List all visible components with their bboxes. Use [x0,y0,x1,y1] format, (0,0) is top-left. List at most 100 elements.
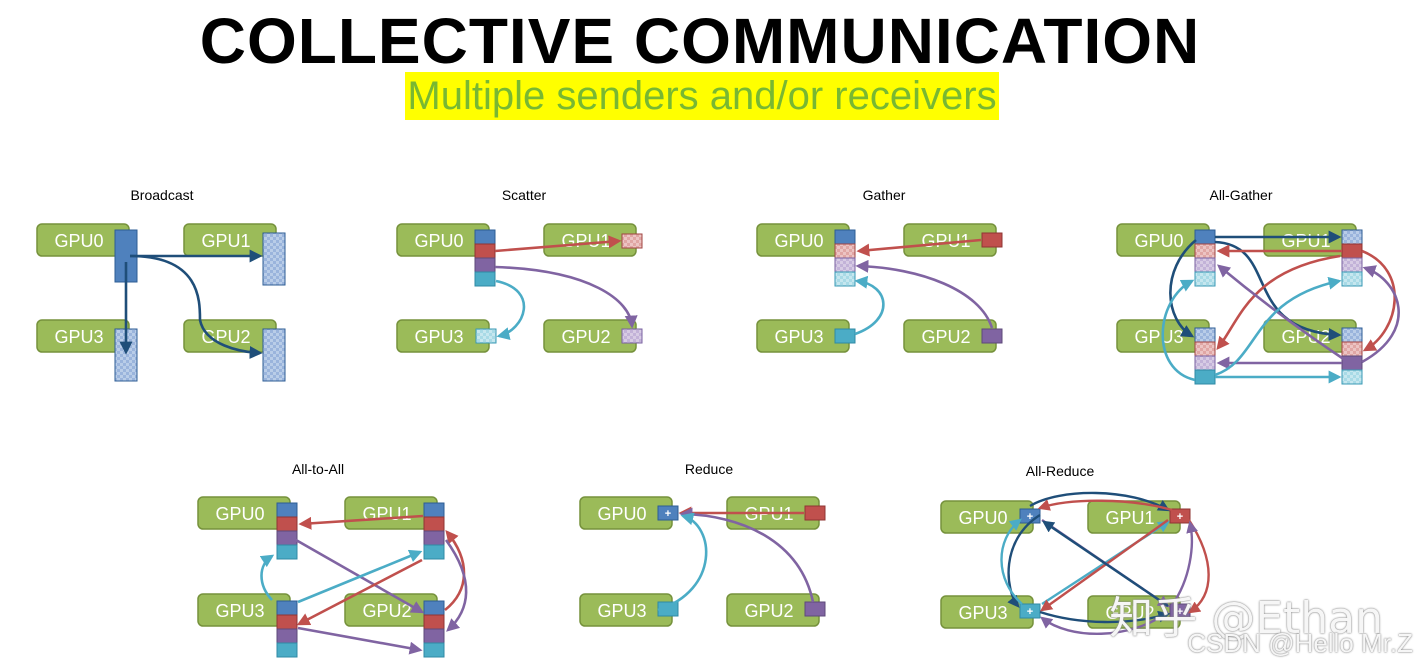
alltoall-gpu0-chunk3 [276,544,298,560]
allreduce-arrow-gpu0-to-gpu3 [1007,513,1041,608]
alltoall-gpu1-chunk3 [423,544,445,560]
alltoall-gpu2-chunk1 [423,614,445,630]
scatter-gpu0-chunk3 [474,271,496,287]
allgather-gpu2-chunk0 [1341,327,1363,343]
scatter-gpu1-chunk [621,233,643,249]
gather-gpu0-label: GPU0 [774,231,823,251]
allgather-gpu1-chunk1 [1341,243,1363,259]
alltoall-gpu2-chunk3 [423,642,445,658]
alltoall-gpu0-chunk2 [276,530,298,546]
gather-arrow-from-gpu3 [854,275,885,336]
allgather-gpu0-label: GPU0 [1134,231,1183,251]
allgather-arrow-gpu2-to-gpu1 [1361,265,1400,364]
page-title: COLLECTIVE COMMUNICATION [199,5,1201,77]
allgather-gpu0-chunk3 [1194,271,1216,287]
gather-gpu2-chunk [981,328,1003,344]
reduce-gpu2-chunk [804,601,826,617]
subtitle-banner: Multiple senders and/or receivers [0,72,1404,120]
allreduce-gpu0-plus-sign: + [1027,511,1033,523]
allreduce-arrow-gpu2-to-gpu1 [1171,520,1198,606]
gather-gpu1-chunk [981,232,1003,248]
allreduce-gpu2-plus-sign: + [1177,606,1183,618]
alltoall-arrow-gpu1-to-gpu0 [298,514,424,530]
gather-arrow-from-gpu1 [856,238,982,257]
alltoall-gpu2-label: GPU2 [362,601,411,621]
alltoall-gpu2-chunk2 [423,628,445,644]
broadcast-gpu0-label: GPU0 [54,231,103,251]
broadcast-arrow-to-gpu2 [129,254,263,359]
alltoall-gpu3-chunk0 [276,600,298,616]
broadcast-gpu3-label: GPU3 [54,327,103,347]
allgather-gpu3-label: GPU3 [1134,327,1183,347]
gather-gpu0-chunk1 [834,243,856,259]
gather-gpu3-chunk [834,328,856,344]
alltoall-gpu1-chunk2 [423,530,445,546]
allreduce-gpu1-label: GPU1 [1105,508,1154,528]
watermark-zhihu: 知乎 @Ethan [1109,593,1383,644]
allgather-gpu1-label: GPU1 [1281,231,1330,251]
scatter-arrow-to-gpu1 [494,235,622,253]
scatter-gpu2-label: GPU2 [561,327,610,347]
broadcast-gpu2-data [262,328,286,382]
alltoall-arrow-gpu3-to-gpu1 [297,549,423,604]
panel-label-broadcast: Broadcast [130,187,193,203]
allreduce-gpu3-plus-sign: + [1027,606,1033,618]
reduce-gpu0-plus-sign: + [665,508,671,520]
allgather-gpu0-chunk0 [1194,229,1216,245]
panel-label-reduce: Reduce [685,461,733,477]
allgather-gpu0-chunk2 [1194,257,1216,273]
scatter-arrow-to-gpu2 [494,265,638,329]
scatter-gpu0-chunk1 [474,243,496,259]
allgather-arrow-gpu2-to-gpu0 [1216,264,1346,362]
allreduce-gpu0-label: GPU0 [958,508,1007,528]
scatter-gpu0-label: GPU0 [414,231,463,251]
reduce-gpu2-label: GPU2 [744,601,793,621]
allreduce-gpu3-label: GPU3 [958,603,1007,623]
allgather-gpu2-chunk3 [1341,369,1363,385]
alltoall-gpu1-label: GPU1 [362,504,411,524]
panel-label-allreduce: All-Reduce [1026,463,1095,479]
scatter-gpu0-chunk0 [474,229,496,245]
allgather-gpu2-chunk1 [1341,341,1363,357]
panel-label-gather: Gather [863,187,906,203]
allreduce-arrow-gpu3-to-gpu2 [1039,610,1171,624]
gather-arrow-from-gpu2 [855,259,994,329]
alltoall-arrow-gpu3-to-gpu0 [259,554,275,601]
scatter-arrow-to-gpu3 [495,279,526,340]
alltoall-arrow-gpu2-to-gpu3 [296,558,423,626]
panel-label-scatter: Scatter [502,187,547,203]
broadcast-gpu1-data [262,232,286,286]
alltoall-gpu3-chunk1 [276,614,298,630]
reduce-gpu1-chunk [804,505,826,521]
allgather-arrow-gpu0-to-gpu3 [1169,239,1197,338]
allgather-arrow-gpu3-to-gpu1 [1214,276,1342,377]
broadcast-gpu2-label: GPU2 [201,327,250,347]
alltoall-gpu0-chunk0 [276,502,298,518]
alltoall-gpu2-chunk0 [423,600,445,616]
gather-gpu0-chunk2 [834,257,856,273]
allreduce-arrow-gpu1-to-gpu3 [1040,519,1169,612]
reduce-arrow-from-gpu3 [657,512,708,612]
allreduce-gpu1-reduced-chunk [1169,508,1191,524]
allreduce-gpu1-plus-sign: + [1177,511,1183,523]
alltoall-gpu3-label: GPU3 [215,601,264,621]
allreduce-gpu2-label: GPU2 [1105,603,1154,623]
allgather-arrow-gpu1-to-gpu3 [1216,254,1341,351]
allgather-gpu3-chunk3 [1194,369,1216,385]
subtitle: Multiple senders and/or receivers [405,72,999,120]
scatter-gpu3-chunk [475,328,497,344]
allreduce-arrow-gpu2-to-gpu3 [1040,611,1169,635]
panel-label-alltoall: All-to-All [292,461,344,477]
reduce-gpu0-reduced-chunk [657,505,679,521]
allgather-gpu0-chunk1 [1194,243,1216,259]
alltoall-gpu0-chunk1 [276,516,298,532]
gather-gpu3-label: GPU3 [774,327,823,347]
watermark-csdn: CSDN @Hello Mr.Z [1187,628,1413,658]
allreduce-arrow-gpu3-to-gpu0 [1000,518,1023,605]
allgather-gpu3-chunk2 [1194,355,1216,371]
allreduce-arrow-gpu1-to-gpu0 [1037,499,1173,512]
gather-gpu0-chunk0 [834,229,856,245]
scatter-gpu0-chunk2 [474,257,496,273]
reduce-gpu3-label: GPU3 [597,601,646,621]
alltoall-gpu0-label: GPU0 [215,504,264,524]
